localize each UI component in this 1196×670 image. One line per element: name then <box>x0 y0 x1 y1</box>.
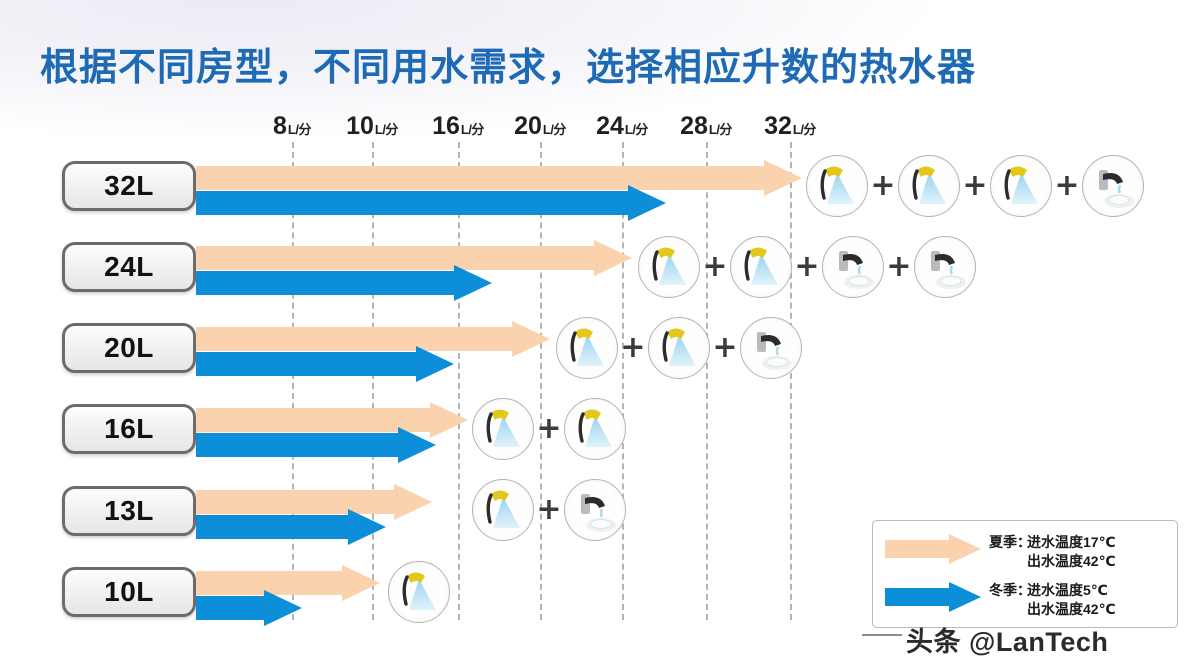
plus-symbol: + <box>962 168 988 203</box>
shower-icon <box>730 236 792 298</box>
capacity-label-24l[interactable]: 24L <box>62 242 196 292</box>
shower-icon <box>556 317 618 379</box>
faucet-icon <box>564 479 626 541</box>
plus-symbol: + <box>1054 168 1080 203</box>
legend-row-summer: 夏季： 进水温度17℃ 出水温度42℃ <box>885 533 1116 571</box>
plus-symbol: + <box>886 249 912 284</box>
shower-icon <box>806 155 868 217</box>
fixture-group-13l: + <box>472 479 626 541</box>
legend-row-winter: 冬季： 进水温度5℃ 出水温度42℃ <box>885 581 1116 619</box>
axis-tick-8: 8L/分 <box>273 112 312 140</box>
fixture-group-32l: + + + <box>806 155 1144 217</box>
axis-tick-28: 28L/分 <box>680 112 733 140</box>
axis-unit: L/分 <box>374 122 399 137</box>
axis-tick-10: 10L/分 <box>346 112 399 140</box>
shower-icon <box>648 317 710 379</box>
winter-arrow-icon <box>885 582 981 612</box>
page-title: 根据不同房型，不同用水需求，选择相应升数的热水器 <box>40 47 977 89</box>
legend-summer-line1: 进水温度17℃ <box>1027 534 1116 550</box>
capacity-label-13l[interactable]: 13L <box>62 486 196 536</box>
legend-winter-season: 冬季： <box>989 582 1031 598</box>
axis-unit: L/分 <box>287 122 312 137</box>
legend-summer-season: 夏季： <box>989 534 1031 550</box>
watermark-rule <box>862 634 902 636</box>
gridline-24 <box>622 142 624 620</box>
gridline-20 <box>540 142 542 620</box>
gridline-32 <box>790 142 792 620</box>
plus-symbol: + <box>794 249 820 284</box>
shower-icon <box>990 155 1052 217</box>
legend-winter-line2: 出水温度42℃ <box>1027 601 1116 617</box>
plus-symbol: + <box>712 330 738 365</box>
legend-winter-line1: 进水温度5℃ <box>1027 582 1108 598</box>
faucet-icon <box>740 317 802 379</box>
axis-unit: L/分 <box>460 122 485 137</box>
shower-icon <box>638 236 700 298</box>
fixture-group-10l <box>388 561 450 623</box>
shower-icon <box>472 479 534 541</box>
summer-arrow-icon <box>885 534 981 564</box>
faucet-icon <box>1082 155 1144 217</box>
legend-summer-line2: 出水温度42℃ <box>1027 553 1116 569</box>
gridline-10 <box>372 142 374 620</box>
axis-tick-16: 16L/分 <box>432 112 485 140</box>
shower-icon <box>898 155 960 217</box>
shower-icon <box>472 398 534 460</box>
gridline-8 <box>292 142 294 620</box>
shower-icon <box>564 398 626 460</box>
gridline-16 <box>458 142 460 620</box>
fixture-group-20l: + + <box>556 317 802 379</box>
plus-symbol: + <box>620 330 646 365</box>
legend: 夏季： 进水温度17℃ 出水温度42℃ 冬季： 进水温度5℃ 出水温度42℃ <box>872 520 1178 628</box>
capacity-label-32l[interactable]: 32L <box>62 161 196 211</box>
capacity-label-16l[interactable]: 16L <box>62 404 196 454</box>
gridline-28 <box>706 142 708 620</box>
faucet-icon <box>914 236 976 298</box>
plus-symbol: + <box>536 411 562 446</box>
axis-tick-24: 24L/分 <box>596 112 649 140</box>
faucet-icon <box>822 236 884 298</box>
plus-symbol: + <box>702 249 728 284</box>
capacity-label-20l[interactable]: 20L <box>62 323 196 373</box>
axis-tick-20: 20L/分 <box>514 112 567 140</box>
plus-symbol: + <box>870 168 896 203</box>
plus-symbol: + <box>536 492 562 527</box>
watermark: 头条 @LanTech <box>906 627 1109 657</box>
capacity-label-10l[interactable]: 10L <box>62 567 196 617</box>
axis-unit: L/分 <box>624 122 649 137</box>
shower-icon <box>388 561 450 623</box>
fixture-group-16l: + <box>472 398 626 460</box>
axis-unit: L/分 <box>792 122 817 137</box>
axis-unit: L/分 <box>708 122 733 137</box>
fixture-group-24l: + + + <box>638 236 976 298</box>
axis-tick-32: 32L/分 <box>764 112 817 140</box>
axis-unit: L/分 <box>542 122 567 137</box>
